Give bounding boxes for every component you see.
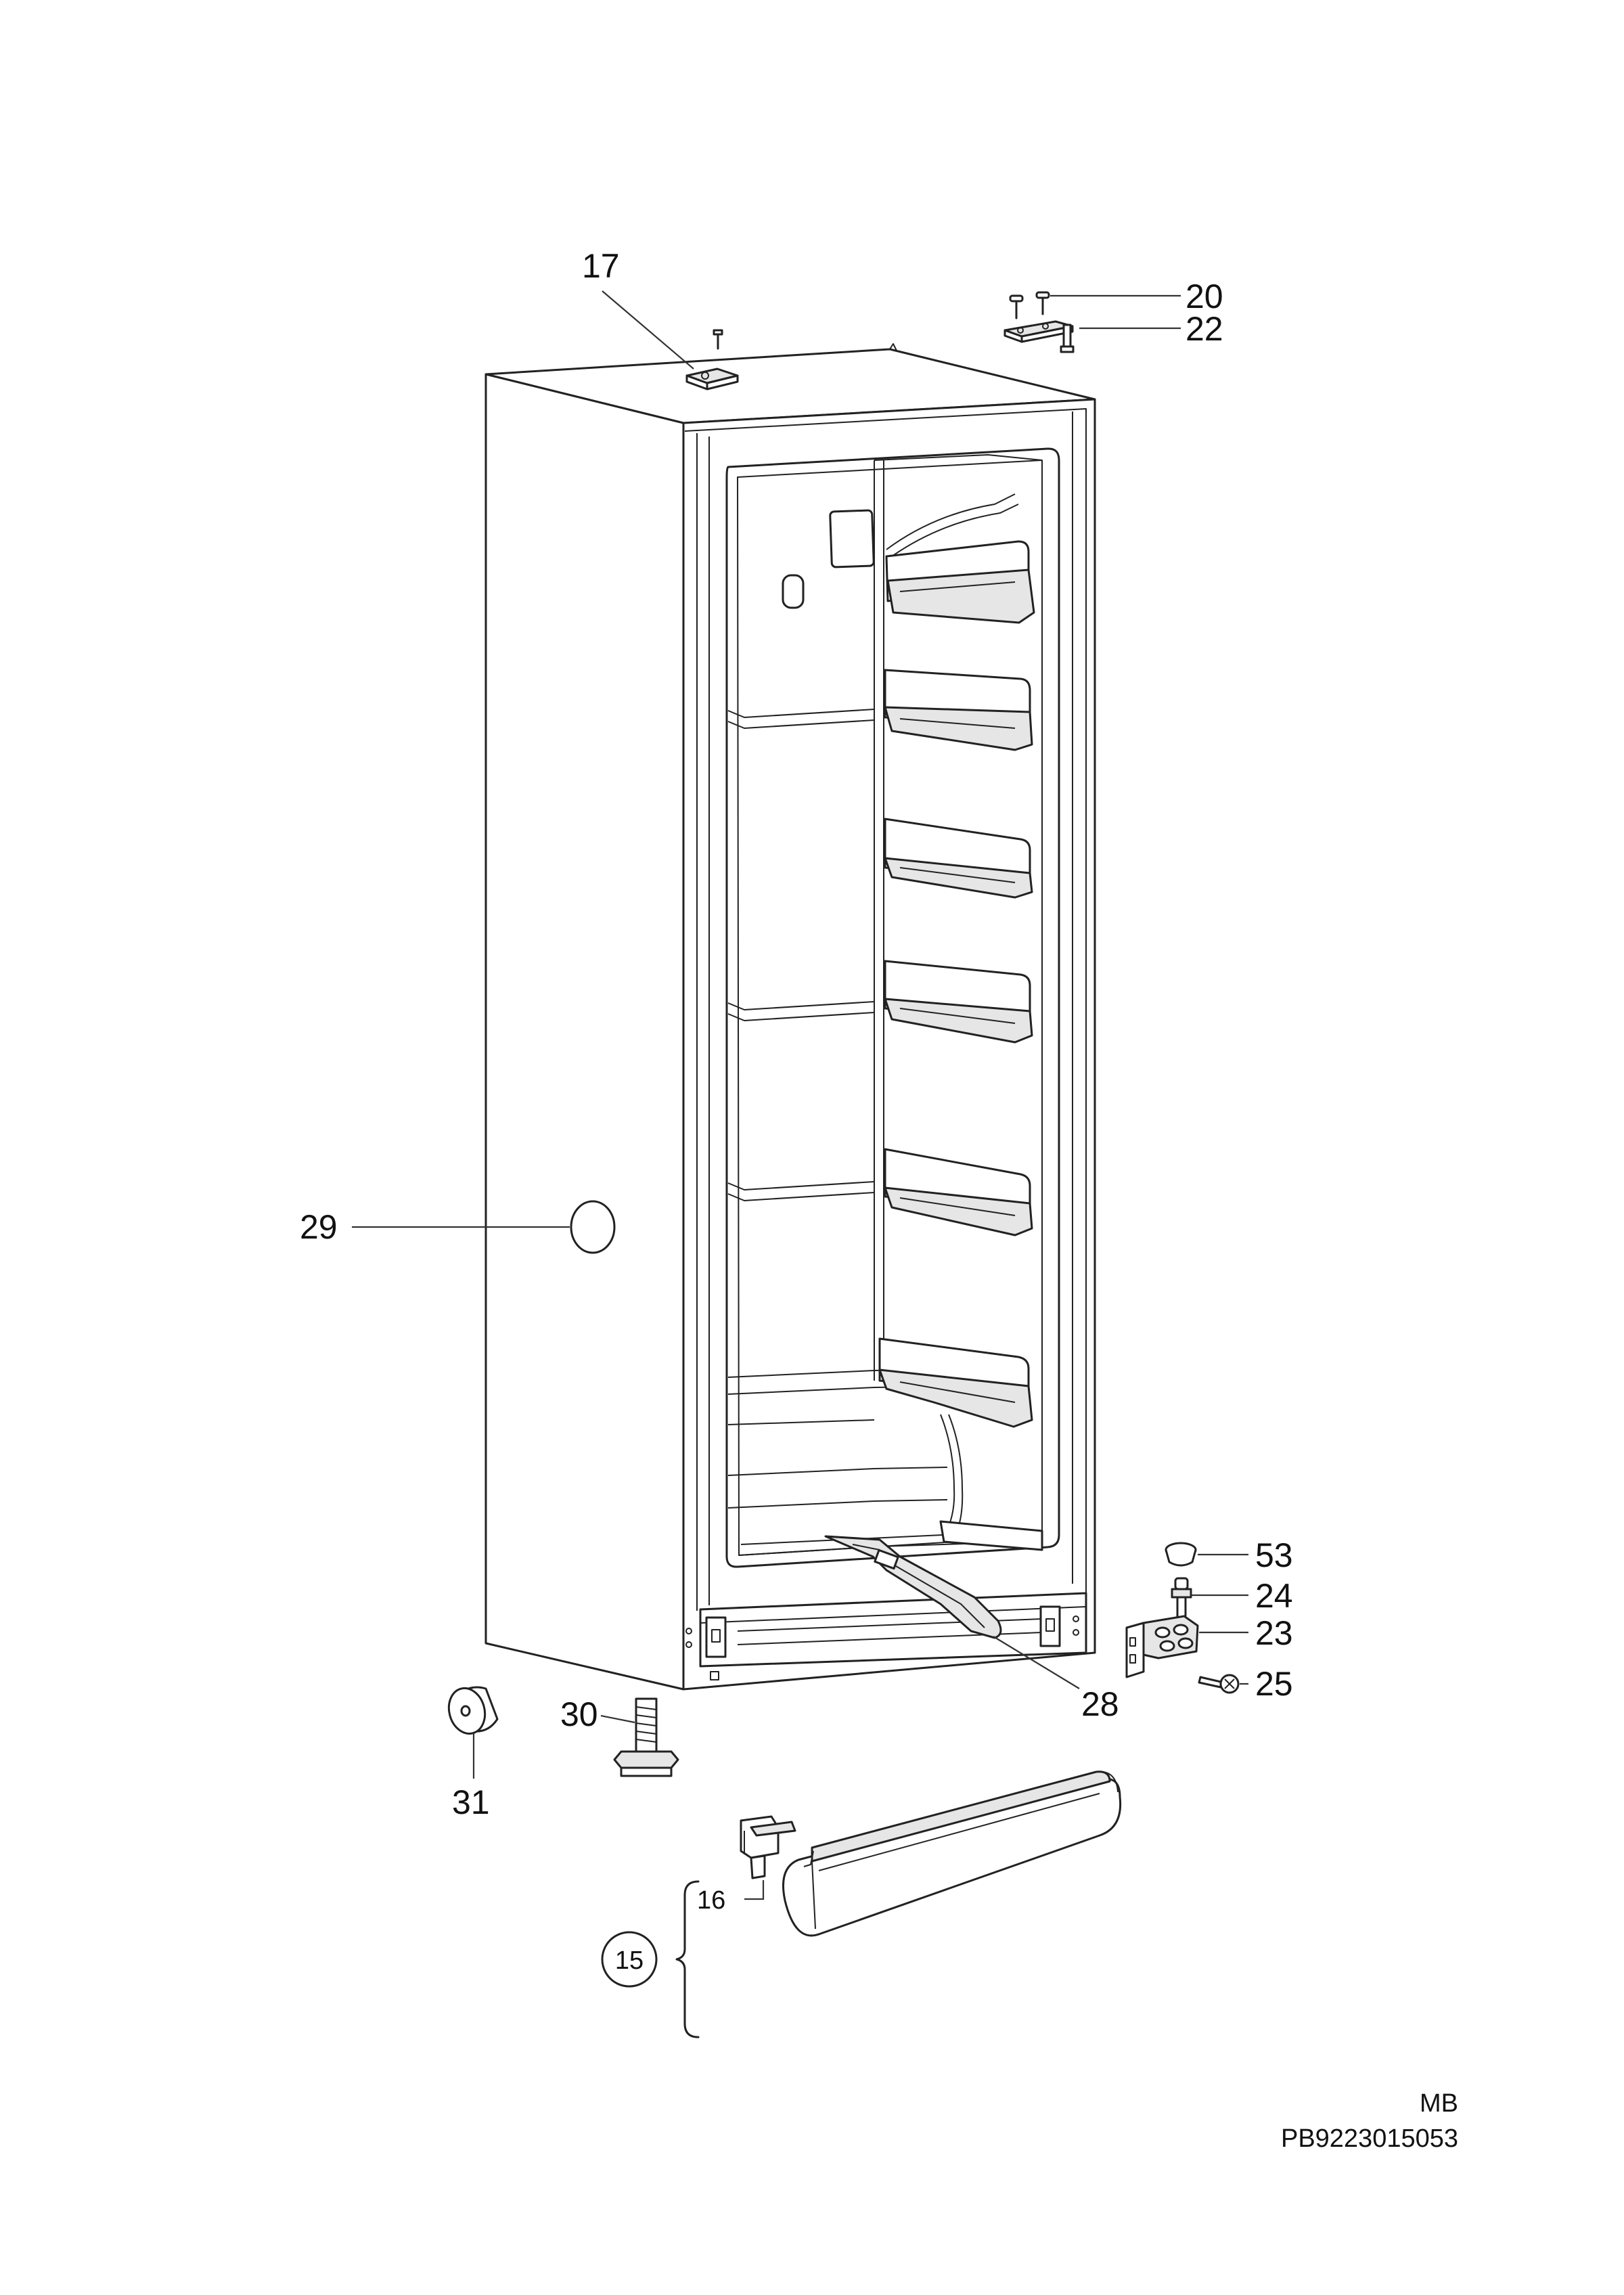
part-29-side-plug <box>570 1200 616 1254</box>
part-23-hinge-bracket <box>1125 1615 1199 1678</box>
part-20-22-top-hinge <box>1003 291 1075 353</box>
callout-25: 25 <box>1255 1665 1293 1703</box>
callout-28: 28 <box>1081 1685 1119 1723</box>
callout-20: 20 <box>1186 277 1223 315</box>
callout-29: 29 <box>300 1208 338 1246</box>
part-number: PB9223015053 <box>1281 2124 1458 2153</box>
callout-15: 15 <box>615 1946 644 1975</box>
callout-15-circle <box>601 1931 658 1988</box>
part-25-screw <box>1198 1674 1240 1694</box>
callout-17: 17 <box>582 247 620 285</box>
leader-lines <box>352 290 1248 1900</box>
callout-labels: 17 20 22 29 53 24 23 25 28 30 31 16 15 <box>300 247 1293 1988</box>
part-16-clip <box>740 1815 796 1879</box>
part-15-brace <box>675 1880 700 2038</box>
model-code: MB <box>1420 2089 1458 2118</box>
callout-22: 22 <box>1186 310 1223 348</box>
callout-16: 16 <box>697 1886 725 1915</box>
part-24-hinge-pin <box>1171 1577 1192 1619</box>
door-shelf-supports <box>878 540 1043 1551</box>
part-53-cap <box>1165 1542 1197 1567</box>
callout-24: 24 <box>1255 1577 1293 1615</box>
callout-31: 31 <box>452 1783 490 1821</box>
part-28-hinge-arm <box>824 1535 1002 1639</box>
part-17-top-hinge-cover <box>685 329 739 391</box>
part-31-spacer <box>447 1686 499 1735</box>
part-15-kick-plate <box>782 1770 1122 1937</box>
footer: MB PB9223015053 <box>1281 2089 1458 2153</box>
callout-23: 23 <box>1255 1614 1293 1652</box>
callout-53: 53 <box>1255 1536 1293 1574</box>
callout-30: 30 <box>560 1695 598 1733</box>
part-30-adjustable-foot <box>613 1697 679 1777</box>
